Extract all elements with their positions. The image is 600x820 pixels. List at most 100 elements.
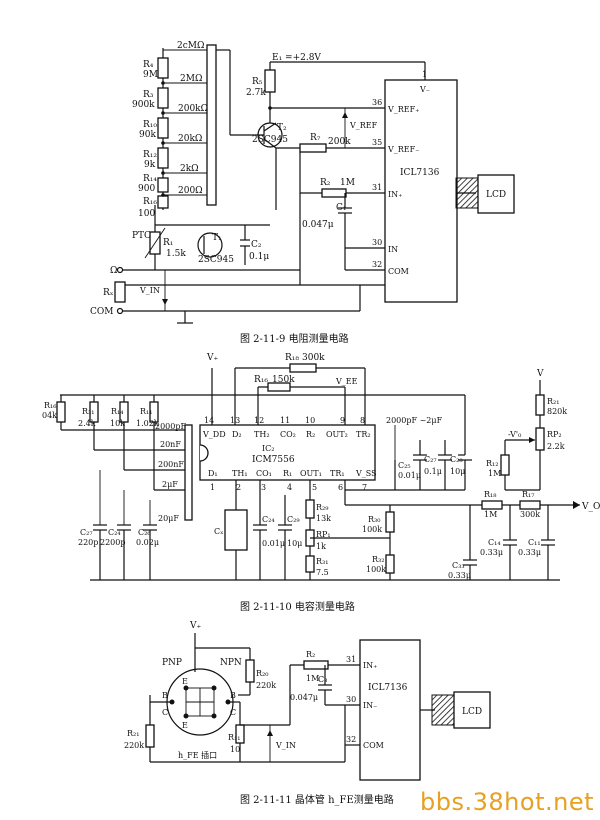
r29-resistor bbox=[305, 499, 315, 519]
r2-resistor bbox=[321, 188, 347, 198]
cap-range-3: 2μF bbox=[162, 480, 178, 489]
pin-b-right: B bbox=[230, 691, 236, 700]
cr3-value: 0.02μ bbox=[136, 538, 159, 547]
r12-value: 1M bbox=[488, 469, 501, 478]
r16-top-label: R₁₆ bbox=[254, 375, 268, 385]
pin36-number: 36 bbox=[372, 98, 382, 107]
vee-label: V_EE bbox=[335, 377, 358, 386]
cb1-value: 0.33μ bbox=[448, 571, 471, 580]
fig2-caption: 图 2-11-10 电容测量电路 bbox=[240, 600, 355, 613]
cb2-label: C₁₄ bbox=[488, 538, 501, 547]
pin-12: 12 bbox=[254, 416, 264, 425]
pin-4: 4 bbox=[287, 483, 292, 492]
r21b-resistor bbox=[145, 724, 155, 748]
vplus-label-3: V₊ bbox=[189, 621, 201, 631]
vplus-label: V₊ bbox=[206, 353, 218, 363]
r18b-value: 1M bbox=[484, 510, 497, 519]
range-label-2: 200kΩ bbox=[178, 104, 208, 114]
rl4-label: R₁₁ bbox=[140, 407, 152, 416]
c28-value: 10μ bbox=[450, 467, 465, 476]
r4-label: R₄ bbox=[143, 60, 154, 70]
vref-minus-label: V_REF₋ bbox=[387, 145, 419, 154]
in-minus-label: IN bbox=[388, 245, 398, 254]
fig3-labels: V₊ PNP NPN R₂₀ 220k R₂₁ 220k R₁₁ 10 R₂ 1… bbox=[124, 621, 482, 806]
r10-value: 90k bbox=[139, 130, 156, 140]
cb3-label: C₁₁ bbox=[528, 538, 541, 547]
in-plus-label-3: IN₊ bbox=[363, 661, 377, 670]
c25-value: 0.01μ bbox=[398, 471, 421, 480]
rl3-label: R₁₄ bbox=[111, 407, 123, 416]
lcd-display bbox=[477, 174, 515, 214]
pin-co1: CO₁ bbox=[256, 469, 272, 478]
pin-tr2: TR₂ bbox=[356, 430, 371, 439]
pin-6: 6 bbox=[338, 483, 343, 492]
cb2-value: 0.33μ bbox=[480, 548, 503, 557]
com-label-3: COM bbox=[363, 741, 384, 750]
pin31-number-3: 31 bbox=[346, 655, 356, 664]
socket-label: h_FE 插口 bbox=[178, 750, 217, 760]
r12-resistor bbox=[500, 454, 510, 476]
r2b-label: R₂ bbox=[306, 650, 315, 659]
cb3-value: 0.33μ bbox=[518, 548, 541, 557]
c1-label: C₁ bbox=[336, 203, 347, 213]
supply-label: E₁ =+2.8V bbox=[272, 53, 321, 63]
r1-label: R₁ bbox=[163, 238, 173, 248]
r30-value: 100k bbox=[362, 525, 382, 534]
v-right-label: V bbox=[536, 369, 544, 379]
pin31-number: 31 bbox=[372, 183, 382, 192]
r5-label: R₅ bbox=[252, 77, 263, 87]
r16-top-value: 150k bbox=[272, 375, 295, 385]
vin-label-3: V_IN bbox=[275, 741, 296, 750]
cx-label: Cₓ bbox=[214, 527, 224, 536]
c3-value: 0.047μ bbox=[290, 693, 318, 702]
r20-label: R₂₀ bbox=[256, 669, 268, 678]
cr1-value: 220p bbox=[78, 538, 98, 547]
pin-tr1: TR₁ bbox=[330, 469, 345, 478]
ic2-label: IC₂ bbox=[262, 444, 275, 453]
icl7136-chip bbox=[384, 79, 458, 303]
r12-label: R₁₂ bbox=[143, 150, 157, 160]
c2-label: C₂ bbox=[251, 240, 262, 250]
pin-c-right: C bbox=[230, 708, 236, 717]
c29-label: C₂₉ bbox=[287, 515, 300, 524]
r20-resistor bbox=[245, 659, 255, 683]
vin-label: V_IN bbox=[139, 286, 160, 295]
com-pin-label: COM bbox=[388, 267, 409, 276]
r30-label: R₃₀ bbox=[368, 515, 380, 524]
lcd-label-3: LCD bbox=[462, 707, 482, 717]
pin1-number: 1 bbox=[422, 70, 427, 79]
cap-range-1: 20nF bbox=[160, 440, 181, 449]
ic-label-3: ICL7136 bbox=[368, 683, 408, 693]
t2-value: 2SC945 bbox=[252, 135, 288, 145]
t2-label: T₂ bbox=[277, 123, 287, 133]
pin-3: 3 bbox=[261, 483, 266, 492]
pin-co2: CO₂ bbox=[280, 430, 296, 439]
rp2-pot bbox=[535, 427, 545, 451]
pin-th2: TH₂ bbox=[254, 430, 270, 439]
cap-switch-label: 2000pF ~2μF bbox=[386, 416, 443, 425]
fig3-caption: 图 2-11-11 晶体管 h_FE测量电路 bbox=[240, 793, 394, 806]
r5-value: 2.7k bbox=[246, 88, 266, 98]
com-label: COM bbox=[90, 307, 113, 317]
pin-vdd: V_DD bbox=[202, 430, 226, 439]
r5-resistor bbox=[264, 69, 276, 93]
figure-hfe-measurement bbox=[145, 633, 491, 781]
r30-resistor bbox=[385, 511, 395, 533]
c3-label: C₃ bbox=[318, 675, 327, 684]
pin-d2: D₂ bbox=[232, 430, 242, 439]
pin-10: 10 bbox=[305, 416, 315, 425]
range-label-1: 2MΩ bbox=[180, 74, 202, 84]
cr3-label: C₂₆ bbox=[138, 528, 151, 537]
ohm-label: Ω bbox=[110, 266, 117, 276]
pin-14: 14 bbox=[204, 416, 214, 425]
lcd-ribbon bbox=[455, 177, 479, 209]
r21-resistor bbox=[535, 394, 545, 416]
pin30-number-3: 30 bbox=[346, 695, 356, 704]
pnp-label: PNP bbox=[162, 658, 182, 668]
pin-11: 11 bbox=[280, 416, 290, 425]
pin35-number: 35 bbox=[372, 138, 382, 147]
r10-label: R₁₀ bbox=[143, 120, 157, 130]
r16-top-resistor bbox=[267, 382, 291, 392]
r12-label: R₁₂ bbox=[486, 459, 498, 468]
